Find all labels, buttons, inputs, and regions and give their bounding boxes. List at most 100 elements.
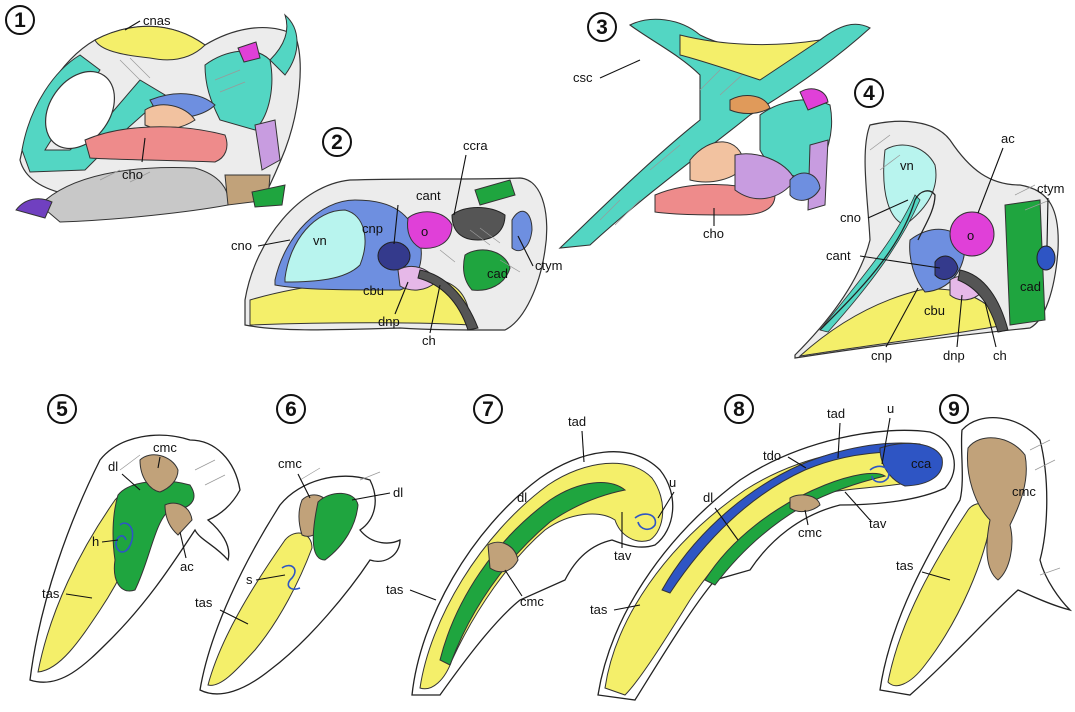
p8-label-dl: dl — [703, 490, 713, 505]
panel-7: tad dl u tav tas cmc 7 — [386, 394, 676, 696]
p7-u-arrow — [634, 513, 657, 531]
p4-label-cant: cant — [826, 248, 851, 263]
p5-label-tas: tas — [42, 586, 60, 601]
p2-leader-dnp — [394, 281, 409, 315]
p9-label-tas: tas — [896, 558, 914, 573]
panel-1-skull: cnas cho 1 — [5, 5, 301, 223]
p2-label-ctym: ctym — [535, 258, 562, 273]
p2-leader-ch — [429, 284, 441, 334]
p7-leader-cmc — [504, 569, 523, 597]
p4-label-cno: cno — [840, 210, 861, 225]
p4-leader-cnp — [885, 287, 919, 348]
p2-label-ccra: ccra — [463, 138, 488, 153]
p5-hatching — [119, 454, 226, 486]
p7-label-tas: tas — [386, 582, 404, 597]
panel-4-crest-cavity: ac vn ctym cno o cant cad cbu cnp dnp ch… — [794, 78, 1064, 363]
p2-hatching — [439, 227, 521, 273]
p4-label-cad: cad — [1020, 279, 1041, 294]
p6-dl-green — [312, 492, 359, 561]
p4-leader-ac — [977, 147, 1004, 214]
p4-o-magenta — [949, 211, 995, 257]
p4-label-cbu: cbu — [924, 303, 945, 318]
p9-label-cmc: cmc — [1012, 484, 1036, 499]
p2-label-cbu: cbu — [363, 283, 384, 298]
p7-label-dl: dl — [517, 490, 527, 505]
p4-hatching — [869, 134, 1051, 211]
p4-yellow-floor — [798, 288, 1006, 357]
p5-label-dl: dl — [108, 459, 118, 474]
panel-number-4: 4 — [863, 82, 875, 105]
p2-green-top — [474, 179, 516, 206]
p8-label-tav: tav — [869, 516, 887, 531]
p6-leader-tas — [219, 609, 249, 625]
p3-yellow-crest — [679, 34, 821, 81]
p5-leader-h — [101, 539, 119, 543]
panel-number-3-circle — [587, 12, 617, 42]
p9-outline — [879, 417, 1073, 696]
p9-hatching — [1029, 439, 1061, 576]
p1-leader-cho — [141, 137, 146, 163]
p2-label-cno: cno — [231, 238, 252, 253]
p3-magenta — [799, 88, 829, 111]
p2-leader-cno — [257, 239, 291, 247]
panel-number-5: 5 — [56, 398, 68, 421]
p5-ac-brown — [164, 502, 193, 536]
panel-3-crest: csc cho 3 — [558, 12, 871, 249]
p4-label-vn: vn — [900, 158, 914, 173]
p2-label-o: o — [421, 224, 428, 239]
p8-label-tas: tas — [590, 602, 608, 617]
panel-number-6: 6 — [285, 398, 297, 421]
p4-label-ac: ac — [1001, 131, 1015, 146]
p3-label-cho: cho — [703, 226, 724, 241]
p1-maxilla-yellow — [94, 25, 206, 61]
p8-leader-dl — [714, 507, 739, 541]
p1-naris-opening — [44, 70, 116, 150]
p7-label-cmc: cmc — [520, 594, 544, 609]
p5-label-ac: ac — [180, 559, 194, 574]
p1-green-jaw — [251, 184, 286, 208]
p6-leader-dl — [351, 492, 391, 501]
p5-leader-dl — [121, 473, 141, 491]
p8-leader-tas — [613, 604, 641, 611]
p5-outline — [29, 434, 241, 683]
panel-number-2: 2 — [331, 131, 343, 154]
p6-label-cmc: cmc — [278, 456, 302, 471]
p2-o-magenta — [407, 211, 453, 249]
p4-leader-dnp — [956, 294, 963, 348]
p4-label-o: o — [967, 228, 974, 243]
p3-label-csc: csc — [573, 70, 593, 85]
p6-s-curve — [281, 564, 301, 590]
panel-number-4-circle — [854, 78, 884, 108]
p8-leader-tdo — [787, 456, 807, 469]
p2-label-vn: vn — [313, 233, 327, 248]
p7-leader-tas — [409, 589, 437, 601]
p1-label-cho: cho — [122, 167, 143, 182]
p4-cant-navy — [934, 255, 959, 280]
p7-label-tav: tav — [614, 548, 632, 563]
p8-leader-cmc — [804, 509, 809, 526]
p5-h-spiral — [115, 522, 134, 553]
p6-leader-cmc — [297, 473, 311, 499]
p2-label-ch: ch — [422, 333, 436, 348]
p5-leader-ac — [179, 531, 187, 559]
panel-number-9-circle — [939, 394, 969, 424]
p8-cmc-brown — [789, 494, 821, 513]
p4-label-dnp: dnp — [943, 348, 965, 363]
p4-label-ch: ch — [993, 348, 1007, 363]
panel-9: cmc tas 9 — [879, 394, 1073, 696]
p8-leader-tad — [837, 422, 841, 459]
p1-purple-bone — [254, 119, 281, 171]
p4-cad-green — [1004, 199, 1046, 326]
p1-leader-cnas — [124, 20, 141, 31]
p8-u-arrow — [869, 465, 890, 483]
p5-dl-green — [112, 480, 195, 592]
p5-label-h: h — [92, 534, 99, 549]
p8-label-cmc: cmc — [798, 525, 822, 540]
p2-leader-ccra — [453, 154, 467, 216]
p9-cmc-brown — [966, 437, 1027, 581]
p4-leader-cant — [859, 255, 941, 269]
p6-leader-s — [255, 574, 286, 581]
p7-label-tad: tad — [568, 414, 586, 429]
p3-hatching — [599, 69, 743, 226]
